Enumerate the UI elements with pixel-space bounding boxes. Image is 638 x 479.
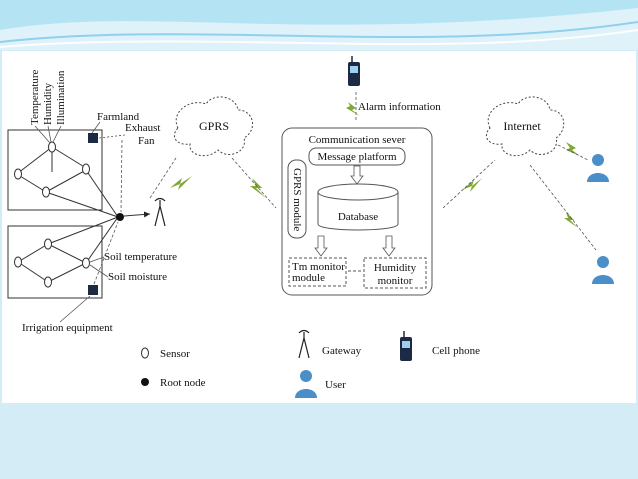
sensor-node <box>14 256 22 268</box>
legend-root-node-icon <box>141 378 149 386</box>
irrigation-unit <box>88 285 98 295</box>
root-node <box>116 213 124 221</box>
label-farmland: Farmland <box>97 111 140 123</box>
lightning-icon <box>564 212 578 228</box>
lightning-links <box>170 102 580 228</box>
label-temperature: Temperature <box>29 69 41 125</box>
sensor-links-bottom <box>17 216 119 283</box>
cell-phone-icon <box>348 56 360 86</box>
legend-user-label: User <box>325 379 346 391</box>
communication-server: Communication sever Message platform GPR… <box>281 127 433 296</box>
database-label: Database <box>338 211 378 223</box>
legend-gateway-icon <box>298 329 310 359</box>
lightning-icon <box>462 178 482 192</box>
farmland-field-top <box>7 129 103 211</box>
legend-user-icon <box>295 370 317 398</box>
sensor-label-leaders <box>34 125 62 144</box>
lightning-icon <box>566 142 580 156</box>
sensor-node <box>42 186 50 198</box>
irrigation-equipment-label: Irrigation equipment <box>22 322 113 334</box>
legend-gateway-label: Gateway <box>322 345 362 357</box>
internet-cloud: Internet <box>486 96 565 157</box>
dashed-links <box>149 92 597 251</box>
sensor-node <box>14 168 22 180</box>
sensor-links-top <box>17 146 119 218</box>
root-to-gateway-arrow <box>123 211 151 218</box>
sensor-node <box>44 276 52 288</box>
soil-temperature-label: Soil temperature <box>104 251 177 263</box>
fan-to-root-dashed <box>120 139 123 213</box>
legend-root-node-label: Root node <box>160 377 206 389</box>
exhaust-fan-unit <box>88 133 98 143</box>
top-wave-decoration <box>0 0 638 50</box>
sensor-node <box>82 257 90 269</box>
humidity-monitor-box <box>363 257 427 289</box>
gprs-cloud: GPRS <box>174 96 253 157</box>
legend-sensor-icon <box>141 347 149 359</box>
irrigation-to-root-dashed <box>93 221 119 285</box>
internet-label: Internet <box>503 119 541 133</box>
sensor-node <box>82 163 90 175</box>
sensor-node <box>44 238 52 250</box>
label-humidity: Humidity <box>42 82 54 125</box>
lightning-icon <box>346 102 360 116</box>
legend-cell-phone-icon <box>400 331 412 361</box>
communication-server-label: Communication sever <box>309 134 406 146</box>
sensor-nodes <box>14 141 90 288</box>
gprs-label: GPRS <box>199 119 229 133</box>
farmland-leader <box>91 121 101 134</box>
gprs-module-box <box>287 159 307 239</box>
gprs-module-label: GPRS module <box>291 168 303 231</box>
user-icon <box>587 154 609 182</box>
irrigation-leader <box>59 295 91 323</box>
legend-cell-phone-label: Cell phone <box>432 345 480 357</box>
platform-db-arrow <box>350 165 364 185</box>
gateway-antenna-icon <box>154 197 166 227</box>
message-platform-box <box>308 147 406 166</box>
database-cylinder: Database <box>317 183 399 231</box>
tm-monitor-box <box>288 257 347 287</box>
exhaust-fan-leader <box>98 134 126 139</box>
legend-sensor-label: Sensor <box>160 348 190 360</box>
farmland-field-bottom <box>7 225 103 299</box>
sensor-node <box>48 141 56 153</box>
soil-moisture-label: Soil moisture <box>108 271 167 283</box>
soil-temp-leader <box>89 256 105 263</box>
legend: Sensor Root node Gateway Cell phone User <box>141 329 480 398</box>
alarm-information-label: Alarm information <box>358 101 441 113</box>
soil-moisture-leader <box>89 264 109 278</box>
db-humidity-arrow <box>382 235 396 257</box>
user-icon <box>592 256 614 284</box>
label-illumination: Illumination <box>55 70 67 125</box>
db-tm-arrow <box>314 235 328 257</box>
lightning-icon <box>250 178 266 198</box>
message-platform-label: Message platform <box>317 151 397 163</box>
